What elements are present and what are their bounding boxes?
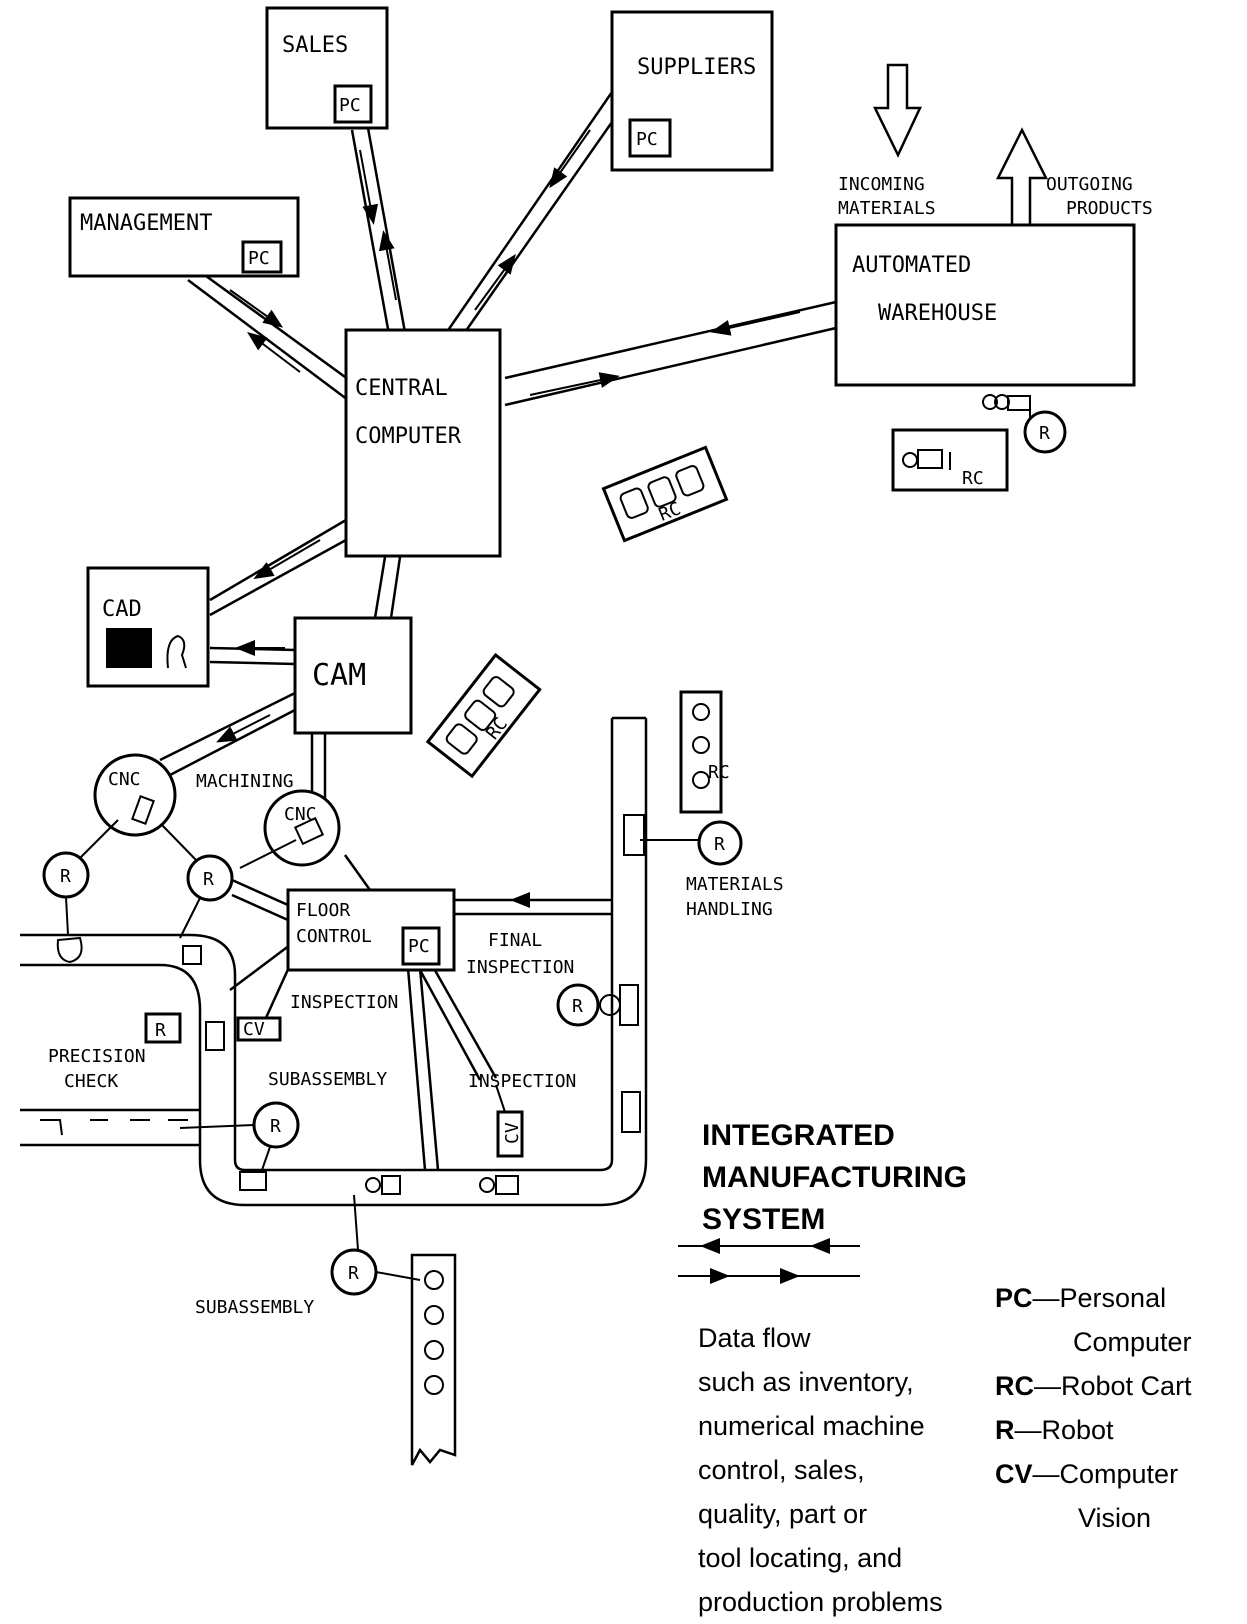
inspection-label-2: INSPECTION xyxy=(468,1071,576,1092)
legend-flow-line-3: numerical machine xyxy=(698,1411,925,1441)
warehouse-robot: R xyxy=(982,394,1067,454)
sales-box: SALES PC xyxy=(265,6,389,130)
legend-flow-line-4: control, sales, xyxy=(698,1455,865,1485)
inspection-cv: CV xyxy=(495,1084,524,1158)
outgoing-label-1: OUTGOING xyxy=(1046,174,1133,195)
robot-label: R xyxy=(572,996,583,1017)
robot-label: R xyxy=(348,1263,359,1284)
cam-label: CAM xyxy=(312,658,366,693)
robot-machining-center: R xyxy=(161,824,234,965)
diagram-title: INTEGRATED MANUFACTURING SYSTEM xyxy=(702,1115,1022,1241)
cv-label: CV xyxy=(243,1019,265,1040)
final-inspection-label-2: INSPECTION xyxy=(466,957,574,978)
suppliers-box: SUPPLIERS PC xyxy=(610,10,774,172)
floor-label-1: FLOOR xyxy=(296,900,350,921)
robot-label: R xyxy=(60,866,71,887)
precision-check-label-2: CHECK xyxy=(64,1071,118,1092)
cad-box: CAD xyxy=(86,566,210,688)
outgoing-arrow: OUTGOING PRODUCTS xyxy=(995,127,1153,225)
suppliers-label: SUPPLIERS xyxy=(637,55,756,80)
cv-label: CV xyxy=(502,1122,523,1144)
pc-label: PC xyxy=(408,936,430,957)
conveyor-belt xyxy=(20,716,648,1466)
cnc-machine-2: CNC xyxy=(239,789,341,869)
materials-handling-robot: R xyxy=(623,814,743,866)
cam-box: CAM xyxy=(293,616,413,735)
process-labels: MACHINING MATERIALS HANDLING FINAL INSPE… xyxy=(48,771,784,1318)
robot-cart-2: RC xyxy=(425,652,542,779)
legend-key-pc: PC—Personal xyxy=(995,1283,1167,1313)
abbreviation-legend: PC—Personal Computer RC—Robot Cart R—Rob… xyxy=(995,1276,1245,1540)
central-label-1: CENTRAL xyxy=(355,376,448,401)
final-inspection-robot: R xyxy=(556,983,639,1027)
data-flow-links xyxy=(159,91,837,1171)
legend-flow-line-6: tool locating, and xyxy=(698,1543,903,1573)
subassembly-robot-bottom: R xyxy=(330,1194,444,1395)
subassembly-label-1: SUBASSEMBLY xyxy=(268,1069,387,1090)
warehouse-label-1: AUTOMATED xyxy=(852,253,971,278)
outgoing-label-2: PRODUCTS xyxy=(1066,198,1153,219)
title-line-1: INTEGRATED xyxy=(702,1119,895,1152)
incoming-arrow: INCOMING MATERIALS xyxy=(838,63,936,219)
rc-label: RC xyxy=(708,762,730,783)
belt-parts xyxy=(40,1091,641,1195)
robot-label: R xyxy=(203,869,214,890)
robot-label: R xyxy=(1039,423,1050,444)
materials-handling-label-2: HANDLING xyxy=(686,899,773,920)
cnc-machine-1: CNC xyxy=(93,753,177,837)
legend-flow-line-7: production problems xyxy=(698,1587,943,1617)
title-line-3: SYSTEM xyxy=(702,1203,826,1236)
pc-label: PC xyxy=(248,248,270,269)
title-line-2: MANUFACTURING xyxy=(702,1161,967,1194)
inspection-label-1: INSPECTION xyxy=(290,992,398,1013)
legend-flow-line-1: Data flow xyxy=(698,1323,811,1353)
legend-flow-line-5: quality, part or xyxy=(698,1499,868,1529)
cnc-label: CNC xyxy=(284,804,317,825)
pc-label: PC xyxy=(339,95,361,116)
legend-key-cv: CV—Computer xyxy=(995,1459,1179,1489)
management-box: MANAGEMENT PC xyxy=(68,196,300,278)
floor-label-2: CONTROL xyxy=(296,926,372,947)
floor-control-box: FLOOR CONTROL PC xyxy=(286,888,456,972)
central-label-2: COMPUTER xyxy=(355,424,462,449)
warehouse-robot-cart: RC xyxy=(891,428,1009,492)
legend-key-cv-cont: Vision xyxy=(1078,1503,1152,1533)
management-label: MANAGEMENT xyxy=(80,211,212,236)
robot-label: R xyxy=(155,1020,166,1041)
robot-machining-left: R xyxy=(42,819,119,964)
materials-handling-label-1: MATERIALS xyxy=(686,874,784,895)
data-flow-legend: Data flow such as inventory, numerical m… xyxy=(698,1316,978,1624)
robot-label: R xyxy=(714,834,725,855)
rc-label: RC xyxy=(962,468,984,489)
legend-key-rc: RC—Robot Cart xyxy=(995,1371,1192,1401)
robot-label: R xyxy=(270,1116,281,1137)
central-computer-box: CENTRAL COMPUTER xyxy=(344,328,502,558)
warehouse-label-2: WAREHOUSE xyxy=(878,301,997,326)
final-inspection-label-1: FINAL xyxy=(488,930,542,951)
sales-label: SALES xyxy=(282,33,348,58)
robot-cart-3: RC xyxy=(679,690,730,814)
legend-flow-line-2: such as inventory, xyxy=(698,1367,914,1397)
robot-cart-1: RC xyxy=(601,445,729,543)
incoming-label-1: INCOMING xyxy=(838,174,925,195)
subassembly-robot-belt: R xyxy=(179,1101,300,1191)
cnc-label: CNC xyxy=(108,769,141,790)
legend-data-flow-symbol xyxy=(678,1238,860,1284)
precision-check-label-1: PRECISION xyxy=(48,1046,146,1067)
legend-key-r: R—Robot xyxy=(995,1415,1114,1445)
pc-label: PC xyxy=(636,129,658,150)
subassembly-label-2: SUBASSEMBLY xyxy=(195,1297,314,1318)
legend-key-pc-cont: Computer xyxy=(1073,1327,1192,1357)
automated-warehouse-box: AUTOMATED WAREHOUSE xyxy=(834,223,1136,387)
precision-check-robot: R CV xyxy=(144,1012,282,1051)
incoming-label-2: MATERIALS xyxy=(838,198,936,219)
machining-label: MACHINING xyxy=(196,771,294,792)
cad-label: CAD xyxy=(102,597,142,622)
